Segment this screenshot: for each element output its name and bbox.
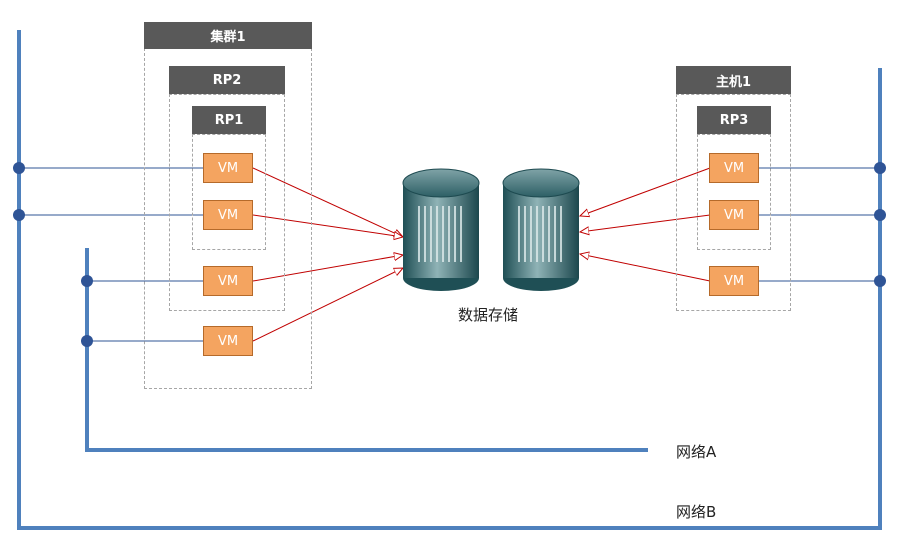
vm-node[interactable]: VM	[709, 200, 759, 230]
storage-arrow	[580, 214, 711, 232]
rp3-box	[697, 134, 771, 250]
rp2-box	[169, 94, 285, 311]
datastore-label: 数据存储	[458, 306, 519, 324]
storage-arrow	[252, 214, 403, 237]
rp1-box	[192, 134, 266, 250]
rp1-title: RP1	[192, 106, 266, 134]
vm-node[interactable]: VM	[203, 153, 253, 183]
cluster-title: 集群1	[144, 22, 312, 49]
host-title: 主机1	[676, 66, 791, 94]
vm-node[interactable]: VM	[203, 326, 253, 356]
network-junction-dot	[874, 209, 886, 221]
storage-arrow	[252, 268, 403, 342]
network-a-line	[85, 248, 648, 452]
network-junction-dot	[81, 335, 93, 347]
vm-node[interactable]: VM	[709, 153, 759, 183]
network-junction-dot	[13, 209, 25, 221]
datastore-cylinder-icon	[402, 168, 480, 291]
datastore-cylinder-icon	[502, 168, 580, 291]
storage-arrow	[580, 254, 711, 282]
host-box	[676, 94, 791, 311]
vm-node[interactable]: VM	[203, 266, 253, 296]
network-junction-dot	[874, 162, 886, 174]
vm-node[interactable]: VM	[203, 200, 253, 230]
network-b-label: 网络B	[676, 503, 717, 521]
rp3-title: RP3	[697, 106, 771, 134]
network-junction-dot	[13, 162, 25, 174]
storage-arrow	[252, 255, 403, 282]
rp2-title: RP2	[169, 66, 285, 94]
network-junction-dot	[81, 275, 93, 287]
storage-arrow	[252, 167, 403, 237]
vm-node[interactable]: VM	[709, 266, 759, 296]
network-b-line	[17, 30, 882, 530]
network-junction-dot	[874, 275, 886, 287]
storage-arrow	[580, 167, 711, 216]
network-a-label: 网络A	[676, 443, 717, 461]
